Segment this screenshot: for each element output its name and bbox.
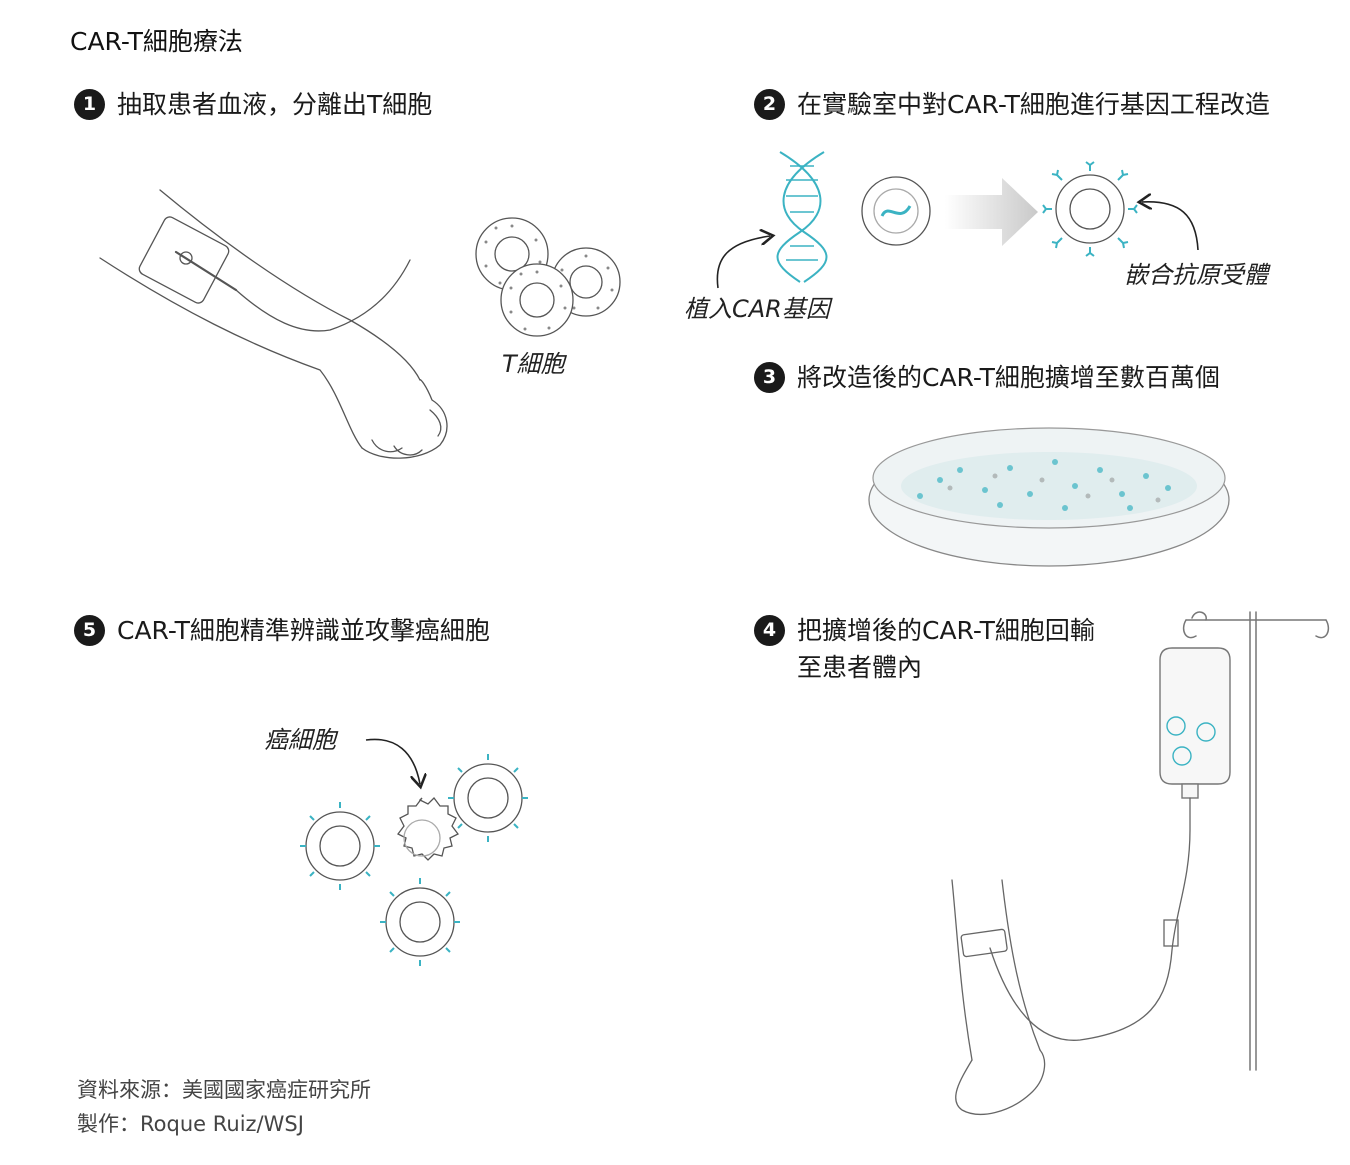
insert-gene-arrow	[716, 236, 770, 289]
step-3: 3 將改造後的CAR-T細胞擴增至數百萬個	[754, 359, 1220, 396]
car-t-cell	[1042, 161, 1138, 257]
source-note: 資料來源：美國國家癌症研究所	[77, 1078, 371, 1102]
step-2-text: 在實驗室中對CAR-T細胞進行基因工程改造	[797, 90, 1270, 119]
t-cell-label: T細胞	[502, 350, 565, 378]
step-1-text: 抽取患者血液，分離出T細胞	[117, 90, 433, 119]
credit-note: 製作：Roque Ruiz/WSJ	[77, 1112, 304, 1136]
step-3-text: 將改造後的CAR-T細胞擴增至數百萬個	[797, 363, 1220, 392]
step-2-number: 2	[754, 89, 785, 120]
arm-blood-draw-illustration	[99, 189, 448, 459]
cancer-cell-label: 癌細胞	[264, 726, 336, 754]
receptor-arrow	[1142, 202, 1199, 251]
car-t-cell	[380, 878, 460, 966]
insert-car-gene-label: 植入CAR基因	[684, 295, 830, 323]
car-t-cell	[300, 802, 380, 890]
petri-dish-illustration	[868, 427, 1230, 567]
step-4-text-line1: 把擴增後的CAR-T細胞回輸	[797, 616, 1095, 645]
t-cells-group	[475, 217, 621, 337]
step-5-number: 5	[74, 615, 105, 646]
page-title: CAR-T細胞療法	[70, 27, 243, 56]
step-1-number: 1	[74, 89, 105, 120]
process-arrow	[945, 178, 1038, 246]
step-4: 4 把擴增後的CAR-T細胞回輸 至患者體內	[754, 612, 1095, 686]
engineered-cell	[861, 176, 931, 246]
chimeric-receptor-label: 嵌合抗原受體	[1124, 261, 1268, 289]
step-1: 1 抽取患者血液，分離出T細胞	[74, 86, 432, 123]
cancer-cell-arrow	[365, 738, 420, 784]
step-4-text-line2: 至患者體內	[797, 653, 923, 682]
iv-pole-illustration	[1182, 611, 1330, 1071]
iv-bag	[1159, 647, 1231, 799]
cancer-cell	[397, 797, 459, 861]
step-4-number: 4	[754, 615, 785, 646]
step-3-number: 3	[754, 362, 785, 393]
iv-bag-cells	[1166, 716, 1216, 766]
step-5: 5 CAR-T細胞精準辨識並攻擊癌細胞	[74, 612, 490, 649]
car-t-cell	[448, 754, 528, 842]
dna-helix-icon	[776, 151, 828, 283]
step-5-text: CAR-T細胞精準辨識並攻擊癌細胞	[117, 616, 490, 645]
iv-line-and-arm	[951, 797, 1191, 1115]
t-cell	[500, 263, 574, 337]
step-2: 2 在實驗室中對CAR-T細胞進行基因工程改造	[754, 86, 1270, 123]
